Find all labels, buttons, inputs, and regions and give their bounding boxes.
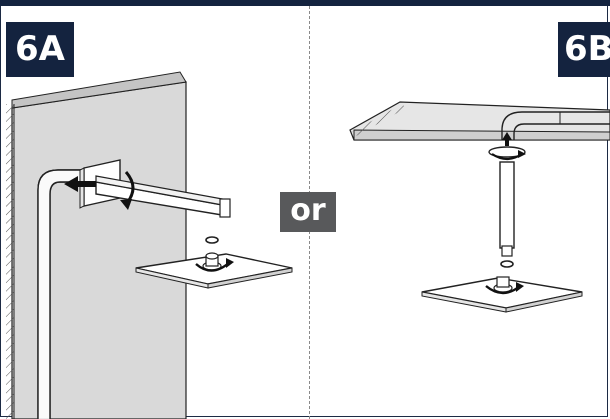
ceiling-flange bbox=[488, 146, 526, 158]
up-arrow-icon bbox=[502, 132, 512, 140]
insert-arrow-icon bbox=[64, 176, 96, 192]
top-bar bbox=[0, 0, 610, 6]
panel-a-illustration bbox=[6, 71, 293, 419]
step-label-6b: 6B bbox=[558, 22, 610, 77]
ceiling-hatching bbox=[352, 104, 406, 136]
washer-b bbox=[500, 260, 514, 268]
drop-rod bbox=[499, 161, 515, 249]
panel-b-illustration bbox=[349, 101, 610, 313]
step-label-6a: 6A bbox=[6, 22, 74, 77]
wall-hatching bbox=[6, 104, 14, 419]
washer bbox=[205, 236, 219, 244]
or-badge: or bbox=[280, 192, 336, 232]
ceiling-supply-pipe bbox=[501, 111, 610, 140]
